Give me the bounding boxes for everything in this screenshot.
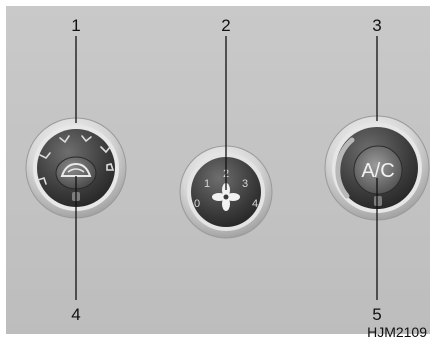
fan-setting-1: 1 — [204, 178, 210, 190]
callout-5: 5 — [372, 305, 381, 324]
fan-setting-0: 0 — [194, 198, 200, 210]
callout-1: 1 — [71, 16, 80, 35]
figure-code: HJM2109 — [367, 324, 427, 340]
callout-3: 3 — [372, 16, 381, 35]
fan-setting-4: 4 — [252, 198, 258, 210]
fan-setting-3: 3 — [242, 178, 248, 190]
ac-button-label: A/C — [361, 160, 394, 182]
callout-2: 2 — [221, 16, 230, 35]
callout-4: 4 — [71, 305, 80, 324]
